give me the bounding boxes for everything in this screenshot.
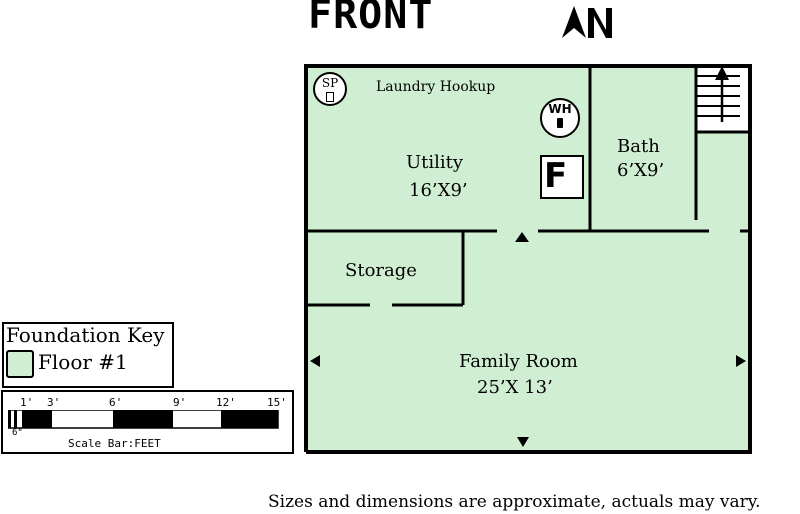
storage-label: Storage xyxy=(345,260,417,281)
north-arrow-icon xyxy=(562,6,612,38)
outer-walls xyxy=(304,64,752,454)
bath-size: 6’X9’ xyxy=(617,160,665,181)
scale-tick-6: 6' xyxy=(109,396,123,409)
arrow-right-icon xyxy=(736,355,746,367)
disclaimer: Sizes and dimensions are approximate, ac… xyxy=(268,492,761,512)
scale-bar-graphic xyxy=(8,410,279,429)
floor-area xyxy=(307,66,751,451)
floor-plan xyxy=(304,64,752,454)
water-heater-icon: WH xyxy=(540,98,580,138)
scale-bar-label: Scale Bar:FEET xyxy=(68,437,161,450)
utility-size: 16’X9’ xyxy=(409,180,468,201)
scale-sub-tick: 6" xyxy=(12,428,23,438)
bath-label: Bath xyxy=(617,136,660,157)
utility-label: Utility xyxy=(406,152,464,173)
scale-tick-9: 9' xyxy=(173,396,187,409)
interior-walls xyxy=(306,66,750,307)
arrow-up-icon xyxy=(515,232,529,242)
arrow-left-icon xyxy=(310,355,320,367)
arrow-down-icon xyxy=(517,437,529,447)
stairs xyxy=(696,66,749,132)
scale-tick-1: 1' xyxy=(20,396,34,409)
scale-tick-12: 12' xyxy=(216,396,236,409)
floor-key-label: Floor #1 xyxy=(38,350,128,374)
furnace-icon: F xyxy=(540,155,584,199)
laundry-hookup-label: Laundry Hookup xyxy=(376,79,496,95)
front-label: FRONT xyxy=(308,0,434,38)
family-room-label: Family Room xyxy=(459,351,578,372)
scale-tick-15: 15' xyxy=(267,396,287,409)
floor-swatch xyxy=(6,350,34,378)
scale-tick-3: 3' xyxy=(47,396,61,409)
foundation-key-title: Foundation Key xyxy=(6,323,165,347)
sump-pump-icon: SP xyxy=(313,72,347,106)
family-room-size: 25’X 13’ xyxy=(477,377,553,398)
